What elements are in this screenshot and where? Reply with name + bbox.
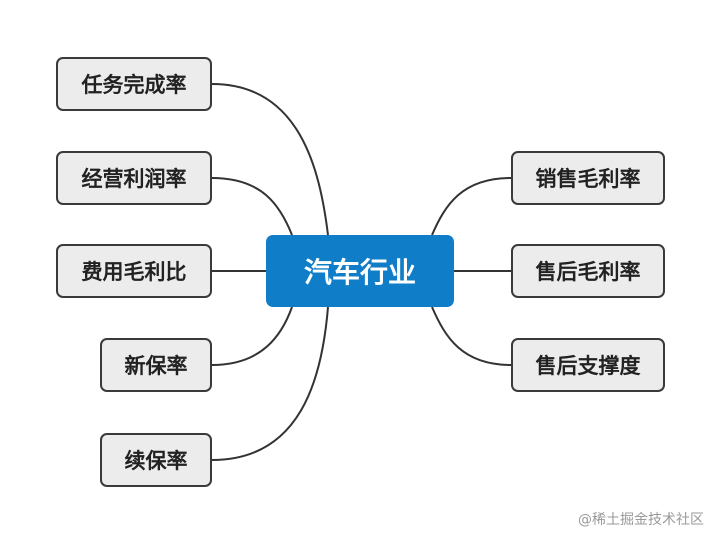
connector-new-ins: [211, 306, 293, 366]
connector-op-profit: [211, 177, 293, 236]
central-topic[interactable]: 汽车行业: [266, 235, 454, 307]
node-renewal-rate[interactable]: 续保率: [100, 433, 212, 487]
node-operating-profit-margin[interactable]: 经营利润率: [56, 151, 212, 205]
watermark-text: @稀土掘金技术社区: [578, 512, 704, 528]
node-aftersales-gross-margin[interactable]: 售后毛利率: [511, 244, 665, 298]
connector-renew-ins: [211, 306, 329, 461]
connector-sales-margin: [431, 177, 512, 236]
node-expense-gross-profit-ratio[interactable]: 费用毛利比: [56, 244, 212, 298]
node-task-completion-rate[interactable]: 任务完成率: [56, 57, 212, 111]
connector-task: [211, 83, 329, 236]
connector-aftersales-support: [431, 306, 512, 366]
node-sales-gross-margin[interactable]: 销售毛利率: [511, 151, 665, 205]
node-aftersales-support[interactable]: 售后支撑度: [511, 338, 665, 392]
node-new-insurance-rate[interactable]: 新保率: [100, 338, 212, 392]
